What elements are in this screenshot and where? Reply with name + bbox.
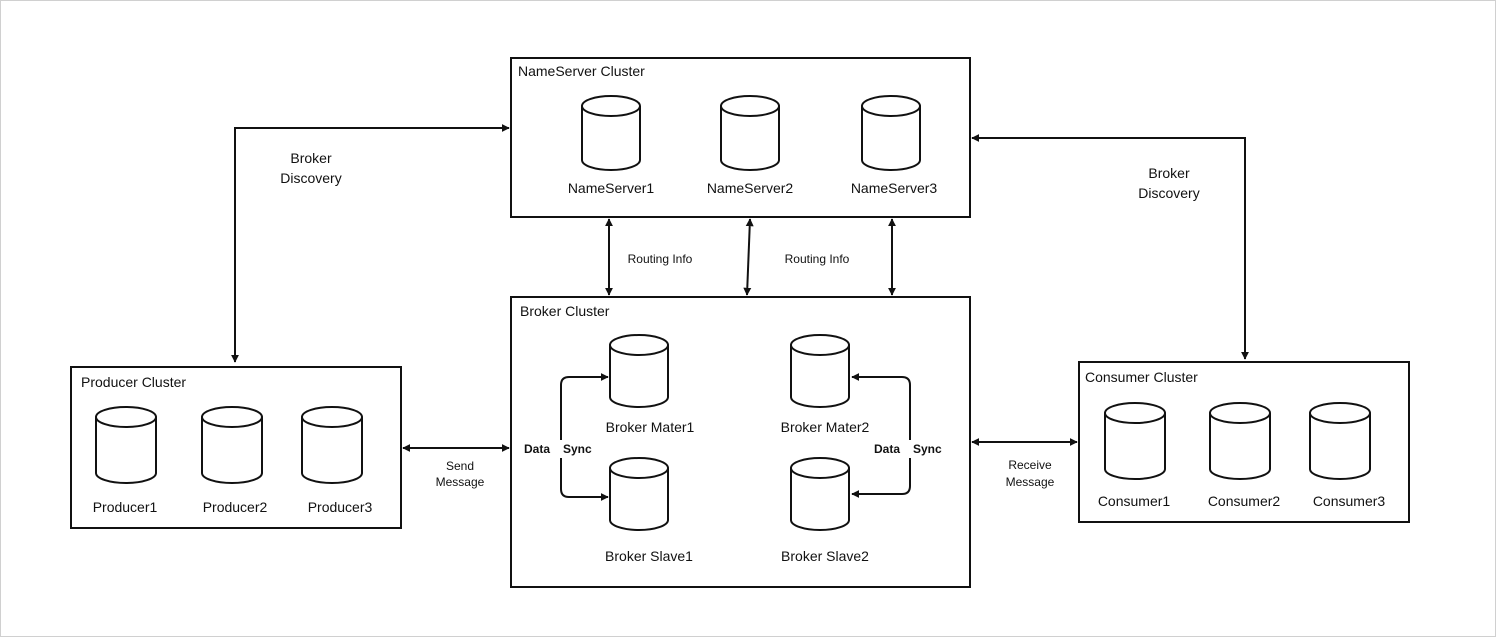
routing-info-label-1: Routing Info xyxy=(628,252,693,266)
receive-message-label-line1: Receive xyxy=(1008,458,1052,472)
broker-master1-cylinder-icon xyxy=(609,334,669,408)
nameserver3-label: NameServer3 xyxy=(851,180,938,196)
send-message-label-line2: Message xyxy=(436,475,485,489)
producer3-label: Producer3 xyxy=(308,499,373,515)
broker-master2-cylinder-icon xyxy=(790,334,850,408)
consumer2-cylinder-icon xyxy=(1209,402,1271,480)
producer-cluster-title: Producer Cluster xyxy=(81,374,186,390)
broker-slave2-cylinder-icon xyxy=(790,457,850,531)
broker-discovery-left-edge xyxy=(231,124,510,363)
consumer1-cylinder-icon xyxy=(1104,402,1166,480)
broker-discovery-right-label-line2: Discovery xyxy=(1138,185,1199,201)
producer2-label: Producer2 xyxy=(203,499,268,515)
broker-discovery-left-label-line1: Broker xyxy=(290,150,332,166)
nameserver2-cylinder-icon xyxy=(720,95,780,171)
nameserver-cluster-title: NameServer Cluster xyxy=(518,63,645,79)
broker-cluster-title: Broker Cluster xyxy=(520,303,610,319)
consumer3-cylinder-icon xyxy=(1309,402,1371,480)
consumer3-label: Consumer3 xyxy=(1313,493,1386,509)
consumer-cluster-title: Consumer Cluster xyxy=(1085,369,1198,385)
broker-slave1-label: Broker Slave1 xyxy=(605,548,693,564)
producer1-label: Producer1 xyxy=(93,499,158,515)
broker-slave1-cylinder-icon xyxy=(609,457,669,531)
broker-discovery-right-edge xyxy=(971,134,1249,360)
data-sync-right-word1: Data xyxy=(874,442,900,456)
nameserver2-label: NameServer2 xyxy=(707,180,794,196)
broker-discovery-left-label-line2: Discovery xyxy=(280,170,341,186)
consumer1-label: Consumer1 xyxy=(1098,493,1171,509)
broker-slave2-label: Broker Slave2 xyxy=(781,548,869,564)
data-sync-right-edge xyxy=(851,373,911,498)
data-sync-left-edge xyxy=(560,373,609,501)
producer3-cylinder-icon xyxy=(301,406,363,484)
routing-info-label-2: Routing Info xyxy=(785,252,850,266)
broker-master2-label: Broker Mater2 xyxy=(781,419,870,435)
data-sync-left-word2: Sync xyxy=(563,442,592,456)
receive-message-label-line2: Message xyxy=(1006,475,1055,489)
data-sync-left-word1: Data xyxy=(524,442,550,456)
nameserver1-cylinder-icon xyxy=(581,95,641,171)
producer2-cylinder-icon xyxy=(201,406,263,484)
data-sync-right-word2: Sync xyxy=(913,442,942,456)
broker-discovery-right-label-line1: Broker xyxy=(1148,165,1190,181)
producer1-cylinder-icon xyxy=(95,406,157,484)
broker-master1-label: Broker Mater1 xyxy=(606,419,695,435)
nameserver1-label: NameServer1 xyxy=(568,180,655,196)
nameserver3-cylinder-icon xyxy=(861,95,921,171)
consumer2-label: Consumer2 xyxy=(1208,493,1281,509)
routing-info-edge-2 xyxy=(743,218,754,296)
send-message-label-line1: Send xyxy=(446,459,474,473)
